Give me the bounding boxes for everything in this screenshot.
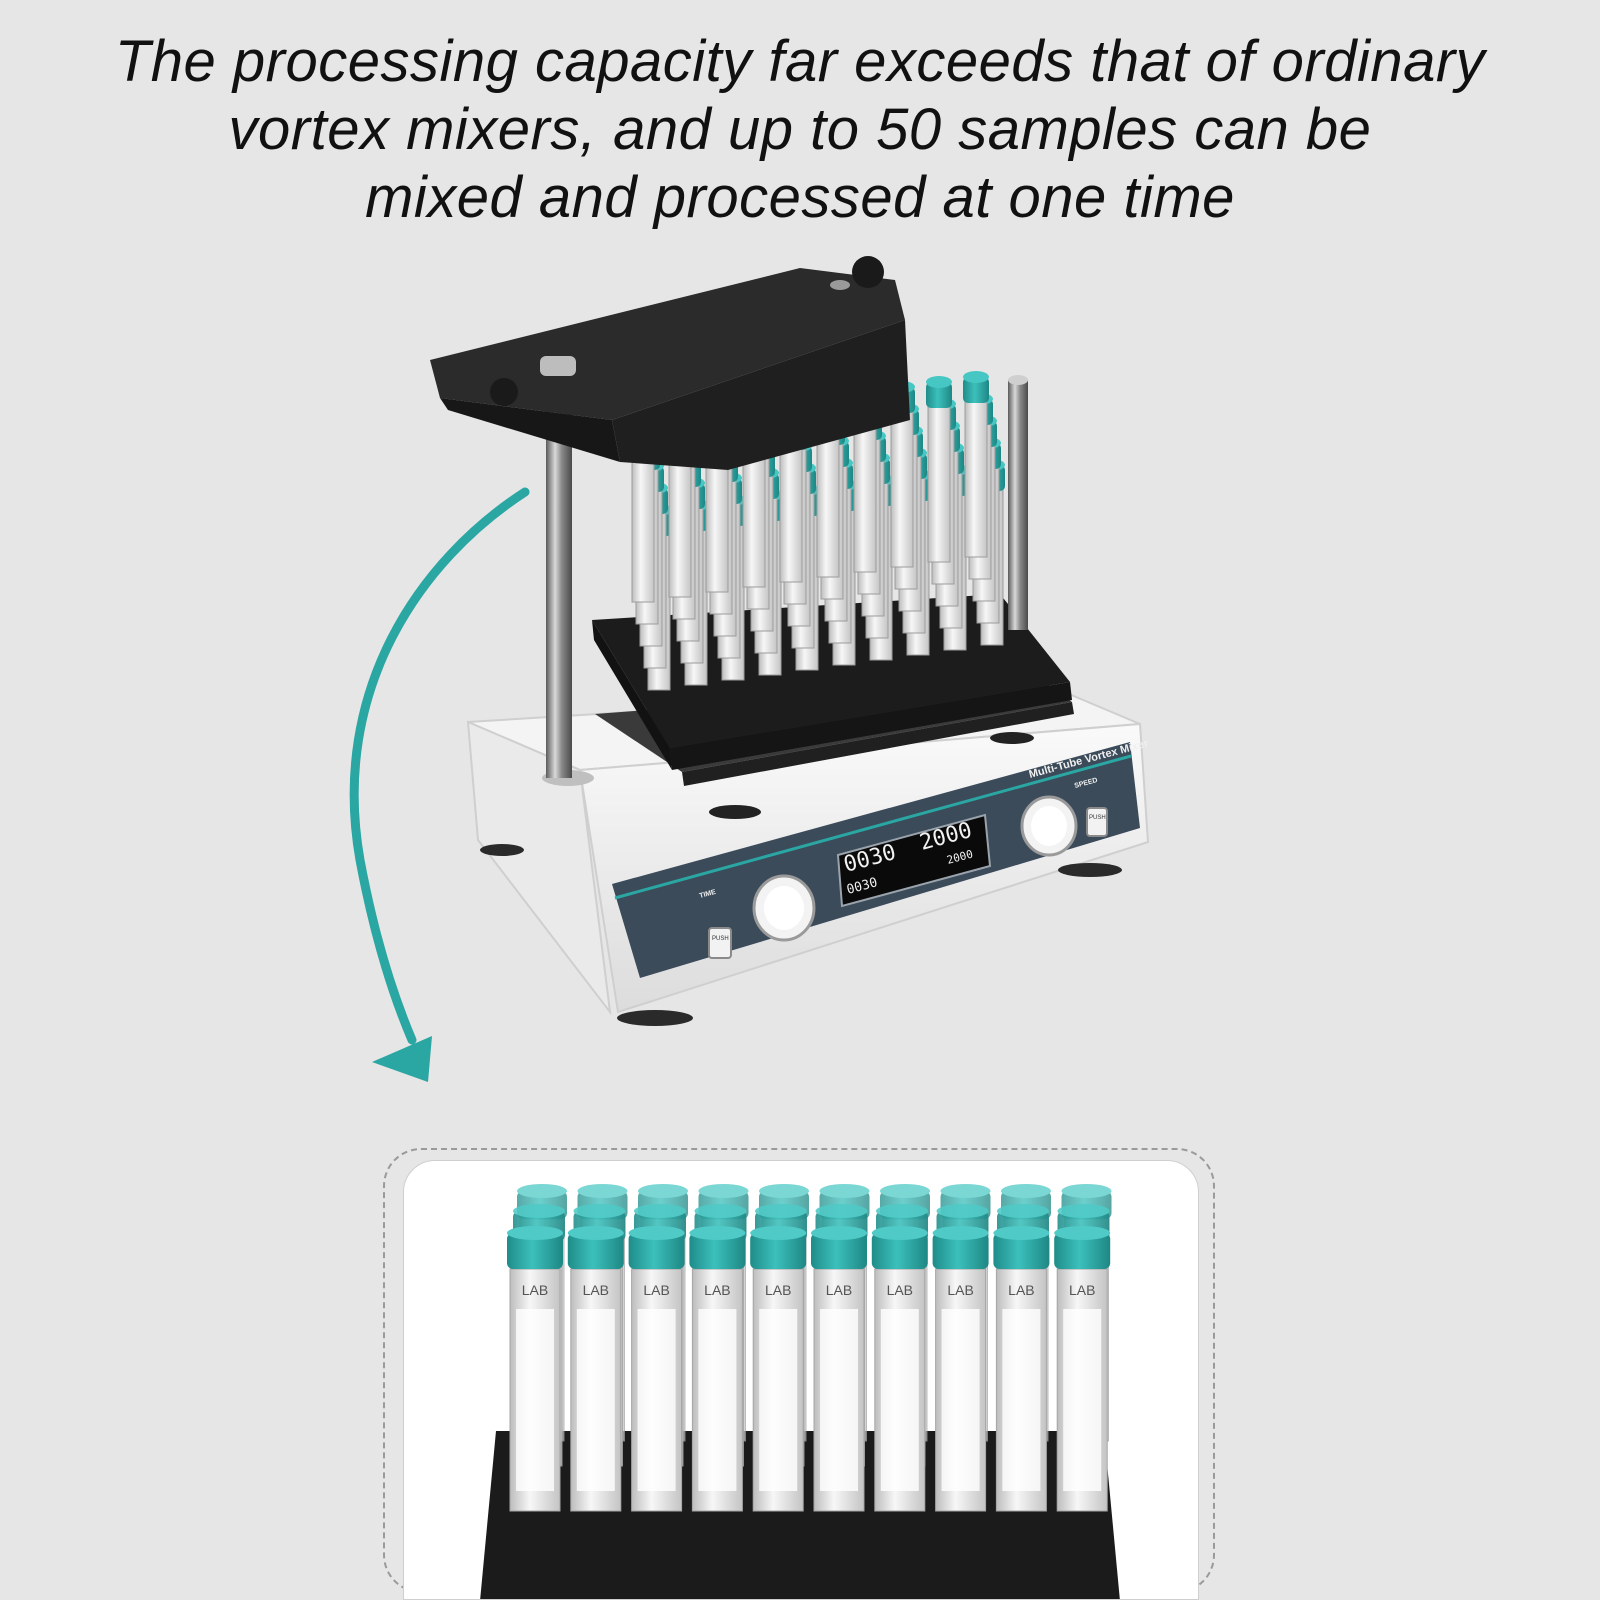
headline-line-2: vortex mixers, and up to 50 samples can … <box>228 97 1372 162</box>
tube-brand-label: LAB <box>643 1282 669 1298</box>
speed-push-label: PUSH <box>1089 815 1106 821</box>
tube <box>926 376 952 563</box>
headline-line-1: The processing capacity far exceeds that… <box>114 29 1486 94</box>
pressure-lid <box>430 256 910 470</box>
speed-knob[interactable] <box>1020 795 1078 857</box>
detail-tube: LAB <box>628 1226 685 1512</box>
detail-tube: LAB <box>811 1226 867 1512</box>
tube-brand-label: LAB <box>704 1282 730 1298</box>
detail-tube: LAB <box>507 1226 563 1512</box>
headline: The processing capacity far exceeds that… <box>40 28 1560 232</box>
tube-brand-label: LAB <box>947 1282 973 1298</box>
detail-tube: LAB <box>993 1226 1050 1512</box>
curved-arrow-icon <box>349 487 530 1082</box>
detail-tube: LAB <box>750 1226 807 1512</box>
time-push-button[interactable]: PUSH <box>708 927 732 959</box>
zoom-detail-panel: LABLABLABLABLABLABLABLABLABLABLABLABLABL… <box>403 1160 1199 1600</box>
time-label: TIME <box>699 889 717 900</box>
lid-lock-knob[interactable] <box>490 256 884 406</box>
detail-tube: LAB <box>1054 1226 1111 1512</box>
tube-brand-label: LAB <box>1008 1282 1034 1298</box>
support-rod-left <box>542 360 594 786</box>
time-knob[interactable] <box>752 874 816 942</box>
tube-brand-label: LAB <box>583 1282 609 1298</box>
detail-tube: LAB <box>932 1226 989 1512</box>
tube-brand-label: LAB <box>887 1282 913 1298</box>
support-rod-right <box>1008 375 1028 630</box>
time-push-label: PUSH <box>712 936 729 942</box>
tube <box>963 371 989 558</box>
detail-tube: LAB <box>871 1226 928 1512</box>
detail-tube-array: LABLABLABLABLABLABLABLABLABLABLABLABLABL… <box>507 1184 1112 1512</box>
tube-brand-label: LAB <box>765 1282 791 1298</box>
tube-brand-label: LAB <box>826 1282 852 1298</box>
control-panel: Multi-Tube Vortex Mixer SPEED TIME 0030 … <box>612 737 1150 978</box>
headline-line-3: mixed and processed at one time <box>365 165 1235 230</box>
detail-tube: LAB <box>567 1226 624 1512</box>
detail-tube: LAB <box>689 1226 746 1512</box>
tube-brand-label: LAB <box>522 1282 548 1298</box>
speed-push-button[interactable]: PUSH <box>1086 807 1108 837</box>
tube-brand-label: LAB <box>1069 1282 1095 1298</box>
detail-tube-rack: LABLABLABLABLABLABLABLABLABLABLABLABLABL… <box>480 1184 1120 1599</box>
